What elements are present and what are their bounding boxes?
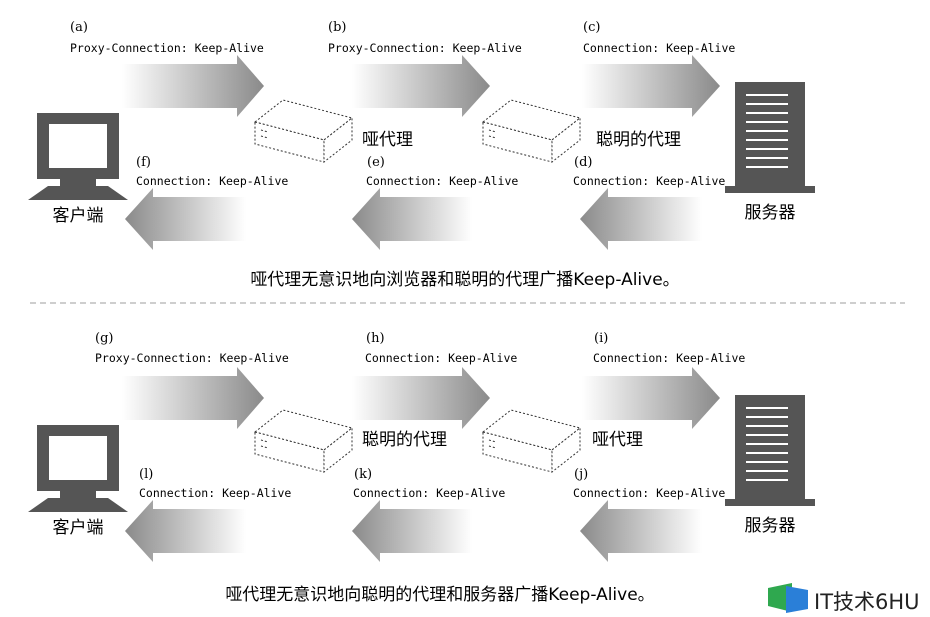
server-icon (725, 82, 815, 193)
step-letter-i: (i) (594, 331, 608, 346)
arrow-left-e (352, 188, 472, 250)
step-header-g: Proxy-Connection: Keep-Alive (95, 351, 289, 365)
step-letter-h: (h) (366, 331, 385, 346)
watermark-logo-icon (768, 583, 808, 613)
arrow-left-f (125, 188, 246, 250)
client-computer-icon (28, 425, 128, 512)
arrow-left-j (580, 500, 702, 562)
proxy1-label: 聪明的代理 (362, 430, 447, 450)
step-header-l: Connection: Keep-Alive (139, 486, 291, 500)
step-header-d: Connection: Keep-Alive (573, 174, 725, 188)
step-letter-j: (j) (574, 467, 588, 482)
client-label: 客户端 (53, 206, 104, 226)
server-icon (725, 395, 815, 506)
proxy2-label: 哑代理 (592, 430, 643, 450)
top-caption: 哑代理无意识地向浏览器和聪明的代理广播Keep-Alive。 (250, 270, 679, 290)
step-letter-d: (d) (574, 155, 592, 170)
step-header-f: Connection: Keep-Alive (136, 174, 288, 188)
step-letter-e: (e) (367, 155, 385, 170)
arrow-left-l (125, 500, 246, 562)
step-letter-f: (f) (136, 155, 151, 170)
step-letter-a: (a) (70, 20, 88, 35)
step-header-c: Connection: Keep-Alive (583, 41, 735, 55)
proxy-box-icon (481, 409, 582, 474)
step-letter-l: (l) (139, 467, 153, 482)
step-header-e: Connection: Keep-Alive (366, 174, 518, 188)
proxy-box-icon (253, 409, 354, 474)
proxy2-label: 聪明的代理 (596, 130, 681, 150)
proxy-box-icon (481, 99, 582, 164)
step-header-i: Connection: Keep-Alive (593, 351, 745, 365)
proxy1-label: 哑代理 (362, 130, 413, 150)
step-letter-c: (c) (583, 20, 600, 35)
watermark: IT技术6HU (768, 583, 920, 614)
step-letter-k: (k) (354, 467, 372, 482)
client-computer-icon (28, 113, 128, 200)
server-label: 服务器 (745, 203, 796, 223)
bottom-caption: 哑代理无意识地向聪明的代理和服务器广播Keep-Alive。 (225, 585, 654, 605)
arrow-right-c (582, 55, 720, 117)
client-label: 客户端 (53, 518, 104, 538)
step-letter-g: (g) (95, 331, 113, 346)
step-header-k: Connection: Keep-Alive (353, 486, 505, 500)
arrow-right-h (352, 367, 490, 429)
watermark-text: IT技术6HU (814, 590, 920, 614)
arrow-right-a (122, 55, 264, 117)
step-header-h: Connection: Keep-Alive (365, 351, 517, 365)
step-header-j: Connection: Keep-Alive (573, 486, 725, 500)
step-header-a: Proxy-Connection: Keep-Alive (70, 41, 264, 55)
arrow-right-g (122, 367, 264, 429)
top-panel: (a) Proxy-Connection: Keep-Alive (b) Pro… (28, 20, 815, 290)
server-label: 服务器 (745, 516, 796, 536)
bottom-panel: (g) Proxy-Connection: Keep-Alive (h) Con… (28, 331, 815, 605)
step-letter-b: (b) (328, 20, 346, 35)
proxy-box-icon (253, 99, 354, 164)
arrow-right-i (582, 367, 720, 429)
arrow-right-b (352, 55, 490, 117)
arrow-left-k (352, 500, 472, 562)
step-header-b: Proxy-Connection: Keep-Alive (328, 41, 522, 55)
arrow-left-d (580, 188, 702, 250)
